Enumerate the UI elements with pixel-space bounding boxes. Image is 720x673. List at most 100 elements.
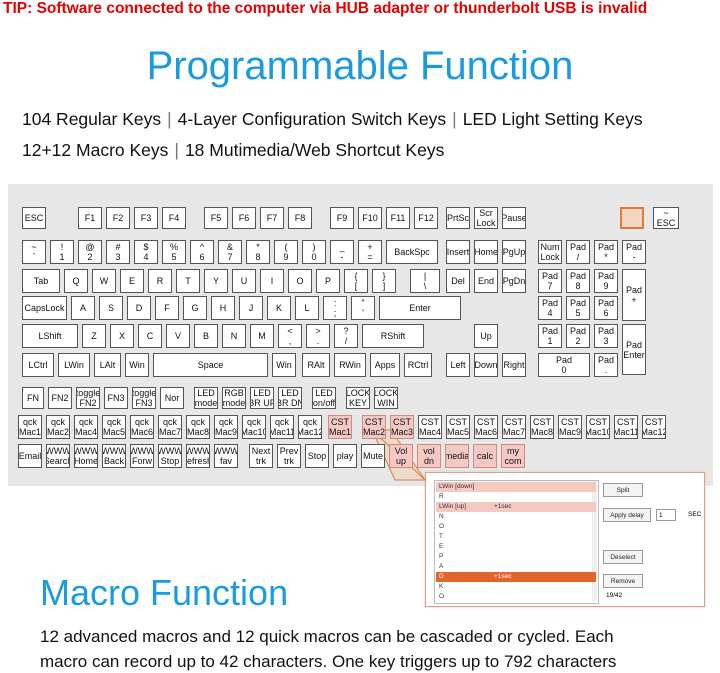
macro-entry[interactable]: O xyxy=(436,592,596,602)
key-www-forw[interactable]: WWW Forw xyxy=(130,444,154,468)
key-nor[interactable]: Nor xyxy=(160,387,184,409)
key-qck-mac8[interactable]: qck Mac8 xyxy=(186,415,210,439)
key-cst-mac8[interactable]: CST Mac8 xyxy=(530,415,554,439)
key-qck-mac7[interactable]: qck Mac7 xyxy=(158,415,182,439)
macro-entry[interactable]: D+1sec xyxy=(436,572,596,582)
key-qck-mac6[interactable]: qck Mac6 xyxy=(130,415,154,439)
key-pgdn[interactable]: PgDn xyxy=(502,269,526,293)
macro-entry[interactable]: LWin [down] xyxy=(436,482,596,492)
key-win[interactable]: Win xyxy=(125,353,149,377)
key-z[interactable]: Z xyxy=(82,324,106,348)
key-u[interactable]: U xyxy=(232,269,256,293)
key-custom[interactable] xyxy=(620,207,644,229)
key-next-trk[interactable]: Next trk xyxy=(249,444,273,468)
key-f4[interactable]: F4 xyxy=(162,207,186,229)
key-cst-mac4[interactable]: CST Mac4 xyxy=(418,415,442,439)
key---[interactable]: _ - xyxy=(330,240,354,264)
key-rshift[interactable]: RShift xyxy=(362,324,424,348)
key-end[interactable]: End xyxy=(474,269,498,293)
key-r[interactable]: R xyxy=(148,269,172,293)
key--[interactable]: + = xyxy=(358,240,382,264)
key-qck-mac11[interactable]: qck Mac11 xyxy=(270,415,294,439)
key-f9[interactable]: F9 xyxy=(330,207,354,229)
apply-delay-button[interactable]: Apply delay xyxy=(603,508,651,522)
key-vol-dn[interactable]: vol dn xyxy=(417,444,441,468)
macro-entry[interactable]: O xyxy=(436,522,596,532)
delay-input[interactable]: 1 xyxy=(656,509,676,521)
key-pad-enter[interactable]: Pad Enter xyxy=(622,324,646,375)
key-a[interactable]: A xyxy=(71,296,95,320)
key-qck-mac4[interactable]: qck Mac4 xyxy=(74,415,98,439)
key-f8[interactable]: F8 xyxy=(288,207,312,229)
key-pad-8[interactable]: Pad 8 xyxy=(566,269,590,293)
key-mute[interactable]: Mute xyxy=(361,444,385,468)
key-backspc[interactable]: BackSpc xyxy=(386,240,438,264)
key-home[interactable]: Home xyxy=(474,240,498,264)
key-y[interactable]: Y xyxy=(204,269,228,293)
key--[interactable]: : ; xyxy=(323,296,347,320)
macro-list[interactable] xyxy=(434,480,599,604)
key-down[interactable]: Down xyxy=(474,353,498,377)
key-pad-6[interactable]: Pad 6 xyxy=(594,296,618,320)
key--8[interactable]: * 8 xyxy=(246,240,270,264)
key-lshift[interactable]: LShift xyxy=(22,324,78,348)
key--2[interactable]: @ 2 xyxy=(78,240,102,264)
key-w[interactable]: W xyxy=(92,269,116,293)
key-p[interactable]: P xyxy=(316,269,340,293)
key-prtsc[interactable]: PrtSc xyxy=(446,207,470,229)
key-lctrl[interactable]: LCtrl xyxy=(22,353,54,377)
key-led-brup[interactable]: LED BR UP xyxy=(250,387,274,409)
key-play[interactable]: play xyxy=(333,444,357,468)
key-k[interactable]: K xyxy=(267,296,291,320)
key-scr-lock[interactable]: Scr Lock xyxy=(474,207,498,229)
key-fn3[interactable]: FN3 xyxy=(104,387,128,409)
key-b[interactable]: B xyxy=(194,324,218,348)
key-pad-9[interactable]: Pad 9 xyxy=(594,269,618,293)
key-pad-5[interactable]: Pad 5 xyxy=(566,296,590,320)
key--[interactable]: " ' xyxy=(351,296,375,320)
key-calc[interactable]: calc xyxy=(473,444,497,468)
key-pad-0[interactable]: Pad 0 xyxy=(538,353,590,377)
key-l[interactable]: L xyxy=(295,296,319,320)
key-lock-key[interactable]: LOCK KEY xyxy=(346,387,370,409)
key-i[interactable]: I xyxy=(260,269,284,293)
key-qck-mac5[interactable]: qck Mac5 xyxy=(102,415,126,439)
macro-entry[interactable]: T xyxy=(436,532,596,542)
key-pad-[interactable]: Pad / xyxy=(566,240,590,264)
key-cst-mac12[interactable]: CST Mac12 xyxy=(642,415,666,439)
key-h[interactable]: H xyxy=(211,296,235,320)
key-www-back[interactable]: WWW Back xyxy=(102,444,126,468)
key-www-refresh[interactable]: WWW refresh xyxy=(186,444,210,468)
key-rwin[interactable]: RWin xyxy=(334,353,366,377)
remove-button[interactable]: Remove xyxy=(603,574,643,588)
key-f5[interactable]: F5 xyxy=(204,207,228,229)
key--3[interactable]: # 3 xyxy=(106,240,130,264)
key--[interactable]: { [ xyxy=(344,269,368,293)
key-d[interactable]: D xyxy=(127,296,151,320)
key-toggle-fn2[interactable]: toggle FN2 xyxy=(76,387,100,409)
key-media[interactable]: media xyxy=(445,444,469,468)
key-lock-win[interactable]: LOCK WIN xyxy=(374,387,398,409)
key-toggle-fn3[interactable]: toggle FN3 xyxy=(132,387,156,409)
key-email[interactable]: Email xyxy=(18,444,42,468)
key-g[interactable]: G xyxy=(183,296,207,320)
key-f2[interactable]: F2 xyxy=(106,207,130,229)
key--[interactable]: ~ ` xyxy=(22,240,46,264)
key-c[interactable]: C xyxy=(138,324,162,348)
key-pad-1[interactable]: Pad 1 xyxy=(538,324,562,348)
key-n[interactable]: N xyxy=(222,324,246,348)
key-apps[interactable]: Apps xyxy=(370,353,400,377)
macro-entry[interactable]: E xyxy=(436,542,596,552)
macro-entry[interactable]: R xyxy=(436,492,596,502)
key--7[interactable]: & 7 xyxy=(218,240,242,264)
key-cst-mac6[interactable]: CST Mac6 xyxy=(474,415,498,439)
key--[interactable]: < , xyxy=(278,324,302,348)
key-pad-3[interactable]: Pad 3 xyxy=(594,324,618,348)
key-pgup[interactable]: PgUp xyxy=(502,240,526,264)
key-e[interactable]: E xyxy=(120,269,144,293)
key-led-onoff[interactable]: LED on/off xyxy=(312,387,336,409)
key--[interactable]: ? / xyxy=(334,324,358,348)
key--0[interactable]: ) 0 xyxy=(302,240,326,264)
key-rctrl[interactable]: RCtrl xyxy=(404,353,432,377)
key-up[interactable]: Up xyxy=(474,324,498,348)
